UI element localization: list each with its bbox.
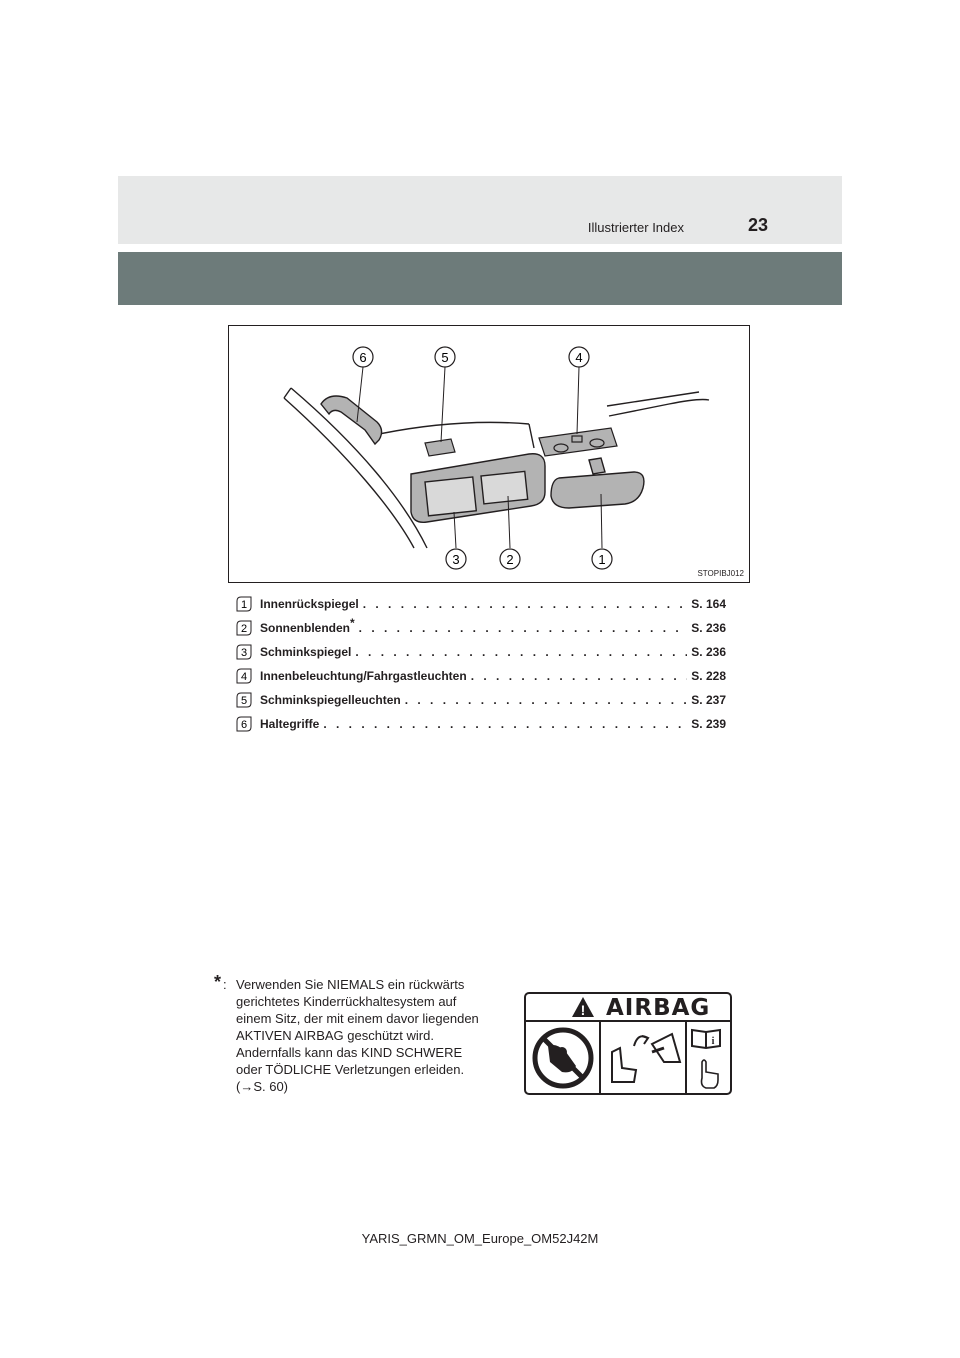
item-number-icon: 2 (236, 620, 252, 636)
index-item-label: Schminkspiegel (260, 645, 352, 659)
header-bar (118, 252, 842, 305)
airbag-label-header: ! AIRBAG (526, 994, 730, 1022)
vanity-light (424, 438, 456, 457)
item-number-icon: 6 (236, 716, 252, 732)
warning-triangle-icon: ! (572, 997, 594, 1018)
airbag-title: AIRBAG (606, 995, 711, 1021)
page-number: 23 (748, 215, 769, 235)
item-number-icon: 1 (236, 596, 252, 612)
footnote-text: Verwenden Sie NIEMALS ein rückwärts geri… (236, 976, 504, 1095)
index-item-label: Innenrückspiegel (260, 597, 359, 611)
footnote-line[interactable]: (→S. 60) (236, 1079, 289, 1094)
header-band (118, 176, 842, 244)
svg-text:i: i (712, 1036, 715, 1047)
pointing-hand-icon (700, 1059, 719, 1089)
dot-leader: . . . . . . . . . . . . . . . . . . . . … (323, 717, 687, 731)
svg-text:1: 1 (241, 599, 247, 611)
section-title: Illustrierter Index (587, 220, 684, 235)
airbag-label-body: i (526, 1022, 730, 1093)
footnote-asterisk: * (214, 972, 222, 992)
index-item-label: Schminkspiegelleuchten (260, 693, 401, 707)
index-item-label: Innenbeleuchtung/Fahrgastleuchten (260, 669, 467, 683)
index-item-vanity-mirrors: 3 Schminkspiegel . . . . . . . . . . . .… (236, 644, 726, 669)
footnote-colon: : (223, 977, 227, 992)
svg-text:!: ! (581, 1002, 586, 1018)
page-reference[interactable]: S. 236 (691, 645, 726, 659)
dot-leader: . . . . . . . . . . . . . . . . . . . . … (470, 669, 688, 683)
svg-text:6: 6 (241, 719, 247, 731)
footnote-line: Verwenden Sie NIEMALS ein rückwärts (236, 977, 465, 992)
room-lamps (538, 427, 618, 457)
rearview-mirror (550, 457, 645, 509)
footnote-line: einem Sitz, der mit einem davor liegende… (236, 1011, 479, 1026)
footnote-line: gerichtetes Kinderrückhaltesystem auf (236, 994, 457, 1009)
dot-leader: . . . . . . . . . . . . . . . . . . . . … (358, 621, 688, 635)
dot-leader: . . . . . . . . . . . . . . . . . . . . … (362, 597, 688, 611)
dot-leader: . . . . . . . . . . . . . . . . . . . . … (404, 693, 688, 707)
ceiling-illustration (283, 366, 710, 549)
index-item-label: Sonnenblenden* (260, 616, 355, 635)
grab-handle (320, 395, 383, 446)
footnote: * : Verwenden Sie NIEMALS ein rückwärts … (214, 972, 504, 1095)
item-number-icon: 4 (236, 668, 252, 684)
document-id: YARIS_GRMN_OM_Europe_OM52J42M (361, 1231, 599, 1246)
page-reference[interactable]: S. 236 (691, 621, 726, 635)
page-reference[interactable]: S. 239 (691, 717, 726, 731)
page-reference[interactable]: S. 228 (691, 669, 726, 683)
airbag-warning-label: ! AIRBAG i (524, 992, 732, 1095)
svg-text:2: 2 (241, 623, 247, 635)
interior-illustration: 6 5 4 3 2 1 STOPIBJ012 (228, 325, 750, 583)
page-reference[interactable]: S. 164 (691, 597, 726, 611)
index-item-rearview-mirror: 1 Innenrückspiegel . . . . . . . . . . .… (236, 596, 726, 621)
index-item-sun-visors: 2 Sonnenblenden* . . . . . . . . . . . .… (236, 616, 726, 645)
item-number-icon: 5 (236, 692, 252, 708)
airbag-deploy-icon (611, 1032, 682, 1083)
item-number-icon: 3 (236, 644, 252, 660)
index-item-vanity-lights: 5 Schminkspiegelleuchten . . . . . . . .… (236, 692, 726, 717)
page-reference[interactable]: S. 237 (691, 693, 726, 707)
dot-leader: . . . . . . . . . . . . . . . . . . . . … (355, 645, 687, 659)
callout-lines (356, 366, 603, 549)
index-item-assist-grips: 6 Haltegriffe . . . . . . . . . . . . . … (236, 716, 726, 741)
figure-code: STOPIBJ012 (697, 569, 744, 578)
sun-visor (410, 453, 546, 523)
footnote-line: Andernfalls kann das KIND SCHWERE (236, 1045, 463, 1060)
footnote-line: oder TÖDLICHE Verletzungen erleiden. (236, 1062, 465, 1077)
manual-book-icon: i (691, 1028, 721, 1050)
airbag-label-pictograms: i (532, 1022, 721, 1093)
index-item-interior-lights: 4 Innenbeleuchtung/Fahrgastleuchten . . … (236, 668, 726, 693)
svg-text:4: 4 (241, 671, 247, 683)
no-rear-facing-child-seat-icon (532, 1027, 594, 1089)
footnote-line: AKTIVEN AIRBAG geschützt wird. (236, 1028, 434, 1043)
svg-text:3: 3 (241, 647, 247, 659)
index-list: 1 Innenrückspiegel . . . . . . . . . . .… (236, 596, 726, 741)
svg-text:5: 5 (241, 695, 247, 707)
index-item-label: Haltegriffe (260, 717, 320, 731)
